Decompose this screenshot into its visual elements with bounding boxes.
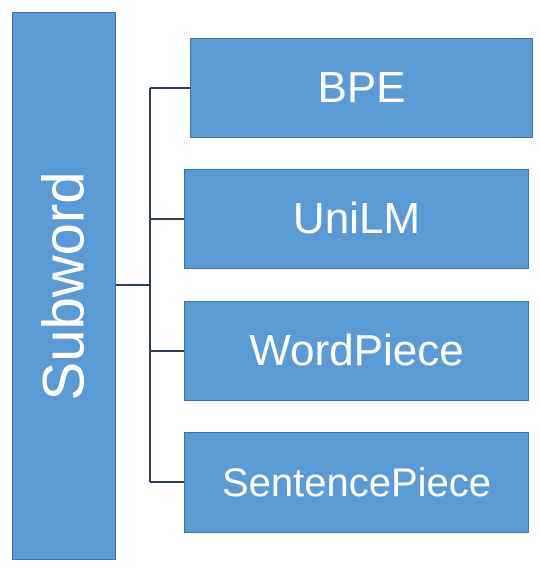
child-node-wordpiece: WordPiece (184, 301, 529, 401)
child-node-label: WordPiece (249, 326, 464, 375)
root-node-subword: Subword (12, 12, 116, 560)
child-node-sentencepiece: SentencePiece (184, 432, 529, 533)
child-node-label: UniLM (292, 194, 421, 243)
root-node-label: Subword (31, 171, 97, 401)
child-node-label: SentencePiece (221, 460, 492, 505)
child-node-label: BPE (317, 63, 406, 112)
child-node-bpe: BPE (190, 38, 533, 138)
child-node-unilm: UniLM (184, 169, 529, 269)
